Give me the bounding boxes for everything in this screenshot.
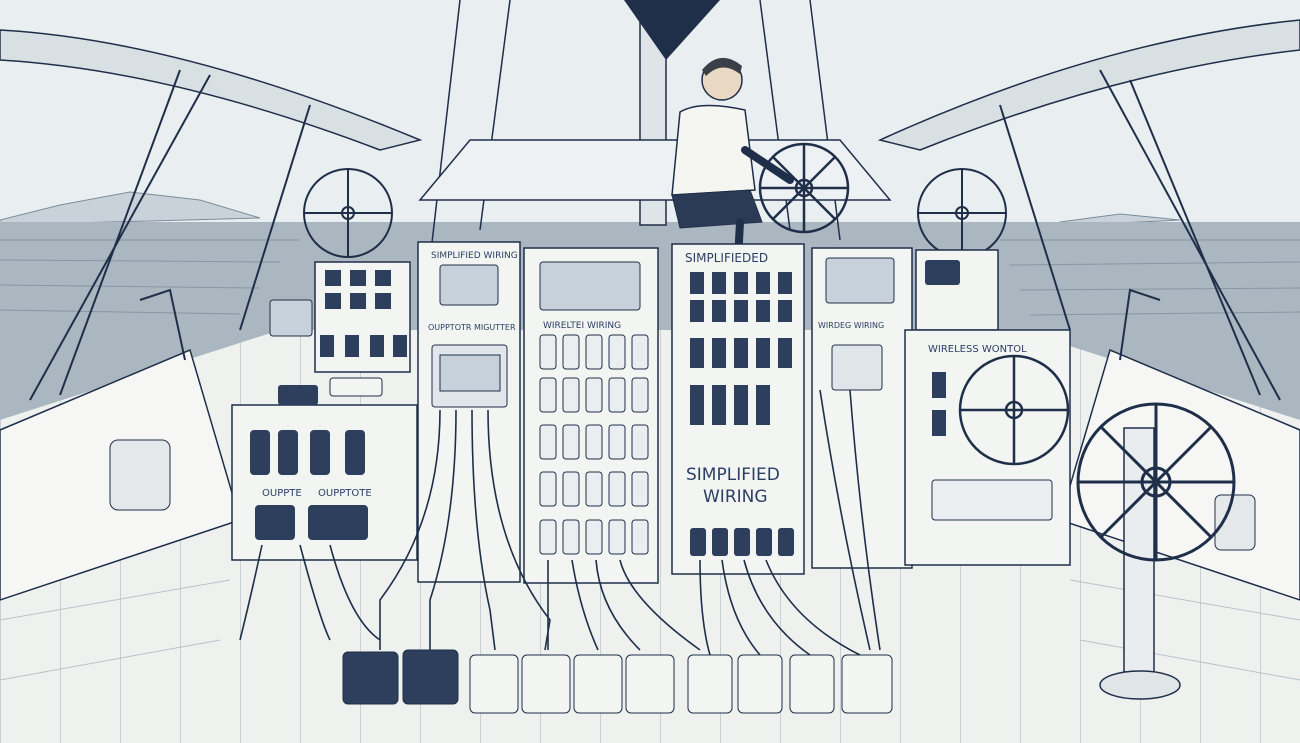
- module-icon: [789, 654, 835, 714]
- left-upper-panel: [269, 261, 411, 373]
- right-console-label: WIRELESS WONTOL: [928, 344, 1027, 355]
- module-icon: [521, 654, 571, 714]
- windshield: [418, 139, 892, 201]
- canopy-frames: [29, 69, 1281, 401]
- panel-two-label: WIRELTEI WIRING: [543, 321, 621, 331]
- module-icon: [469, 654, 519, 714]
- front-helm-station: [1076, 402, 1236, 700]
- handheld-device-icon: [329, 377, 383, 397]
- module-icon: [737, 654, 783, 714]
- panel-two-switch-grid: [539, 334, 649, 555]
- module-icon: [687, 654, 733, 714]
- panel-three-connectors: [690, 528, 794, 556]
- panel-one-label-top: SIMPLIFIED WIRING: [431, 251, 518, 261]
- panel-two: WIRELTEI WIRING: [523, 247, 659, 584]
- right-console-wheel-icon: [958, 354, 1070, 466]
- panel-three-switches: [690, 272, 792, 425]
- small-display-icon: [269, 299, 313, 337]
- deck-modules: [342, 649, 893, 714]
- canopy-right: [877, 19, 1300, 151]
- switch-icon: [925, 260, 960, 285]
- display-screen-icon: [539, 261, 641, 311]
- panel-one-label-mid: OUPPTOTR MIGUTTER: [428, 323, 516, 332]
- console-switches: [250, 430, 368, 540]
- module-icon: [573, 654, 623, 714]
- display-screen-icon: [439, 354, 501, 392]
- hull-port-right: [1214, 494, 1256, 551]
- right-console: WIRELESS WONTOL: [904, 249, 1071, 566]
- front-steering-wheel-icon: [1076, 402, 1236, 562]
- console-label-1: OUPPTE: [262, 488, 302, 499]
- panel-three-main-label-1: SIMPLIFIED: [686, 465, 780, 485]
- module-icon: [625, 654, 675, 714]
- canopy-left: [0, 29, 423, 151]
- module-icon: [342, 651, 399, 705]
- hull-port-left: [109, 439, 171, 511]
- panel-three-main-label-2: WIRING: [703, 487, 768, 507]
- wheel-back-left-icon: [303, 168, 393, 258]
- module-icon: [831, 344, 883, 391]
- helm-wheel-icon: [758, 142, 850, 234]
- module-icon: [841, 654, 893, 714]
- wheel-back-right-icon: [917, 168, 1007, 258]
- handheld-remote-icon: [278, 385, 318, 405]
- sailor-figure: [671, 57, 794, 264]
- mountains-left: [0, 191, 261, 226]
- module-icon: [402, 649, 459, 705]
- panel-four-label: WIRDEG WIRING: [818, 321, 884, 330]
- panel-three: SIMPLIFIEDED SIMPLIFIED WIRING: [671, 243, 805, 575]
- display-screen-icon: [825, 257, 895, 304]
- console-label-2: OUPPTOTE: [318, 488, 372, 499]
- sea-waves: [0, 239, 1300, 316]
- sail-icon: [624, 0, 720, 60]
- right-console-switches: [931, 372, 1053, 521]
- display-screen-icon: [439, 264, 499, 306]
- wiring-cables: [239, 389, 881, 656]
- panel-three-top-label: SIMPLIFIEDED: [685, 251, 768, 265]
- left-console: OUPPTE OUPPTOTE: [231, 377, 418, 561]
